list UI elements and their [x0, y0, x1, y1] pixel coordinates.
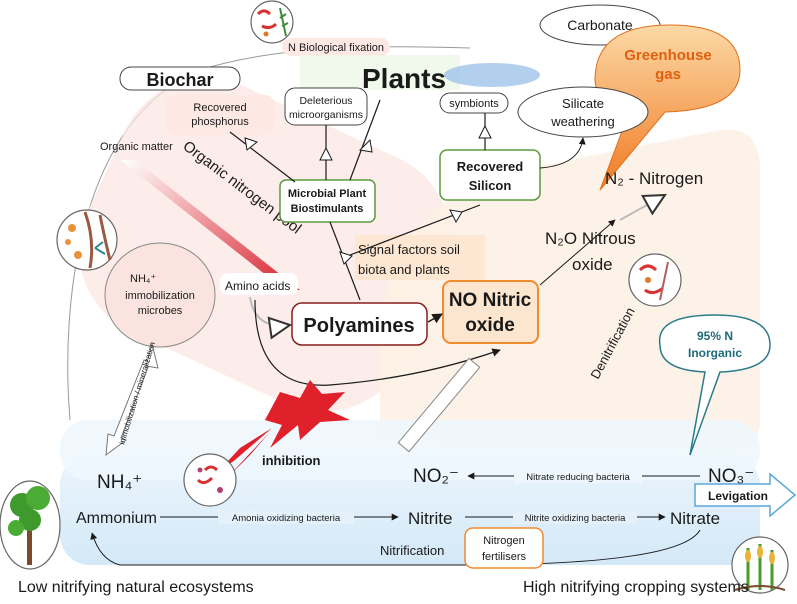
rec-si-label-1: Recovered — [457, 159, 524, 174]
silicate-label-1: Silicate — [562, 96, 604, 111]
amino-label: Amino acids — [225, 279, 290, 293]
nh4-immob-label-2: immobilization — [125, 290, 195, 302]
mpb-label-2: Biostimulants — [291, 203, 364, 215]
microbes-left-icon — [56, 209, 118, 271]
arrow-n2o-n2 — [619, 195, 665, 221]
microbes-top-icon — [250, 0, 294, 44]
organic-gradient-bar — [120, 160, 300, 290]
ammonium-label: Ammonium — [76, 510, 157, 527]
triangle-si — [449, 209, 463, 224]
no3-label: NO₃⁻ — [708, 466, 754, 487]
nh4-immob-label-1: NH₄⁺ — [130, 273, 156, 285]
deleterious-label-2: microorganisms — [289, 109, 363, 121]
no-nitric-box — [442, 280, 539, 344]
nitrate-reducing-label: Nitrate reducing bacteria — [526, 472, 630, 483]
triangle-symbionts — [478, 124, 492, 139]
high-nit-caption: High nitrifying cropping systems — [523, 579, 749, 596]
recovered-phosphorus-label-1: Recovered — [193, 102, 246, 114]
microbes-right-icon — [628, 253, 682, 307]
inhibition-label: inhibition — [262, 453, 321, 468]
mpb-label-1: Microbial Plant — [288, 188, 367, 200]
arrow-amino-polyamines — [249, 296, 290, 326]
no2-label: NO₂⁻ — [413, 466, 459, 487]
signal-factors-bg — [355, 235, 485, 280]
inorganic-callout — [658, 314, 771, 456]
nitrite-ox-bg — [513, 510, 637, 524]
greenhouse-label-1: Greenhouse — [624, 47, 712, 64]
organic-matter-label: Organic matter — [100, 141, 173, 153]
signal-label-1: Signal factors soil — [358, 242, 460, 257]
triangle-phosphorus — [244, 137, 259, 151]
nitrite-ox-label: Nitrite oxidizing bacteria — [525, 513, 627, 524]
carbonate-label: Carbonate — [567, 17, 633, 33]
n2-label: N₂ - Nitrogen — [605, 169, 703, 188]
bacteria-cloud-icon — [444, 63, 540, 87]
low-nit-caption: Low nitrifying natural ecosystems — [18, 579, 254, 596]
arrow-si-silicate — [539, 137, 586, 169]
fertilisers-label-2: fertilisers — [482, 551, 527, 563]
symbionts-box — [439, 92, 509, 114]
n2o-label-2: oxide — [572, 255, 613, 274]
arrow-no2-no-stem — [397, 357, 481, 453]
plants-bg — [300, 55, 460, 90]
tree-icon — [0, 480, 61, 570]
amonia-ox-bg — [218, 510, 354, 524]
nitrite-label: Nitrite — [408, 509, 452, 528]
triangle-plants — [358, 138, 373, 153]
signal-label-2: biota and plants — [358, 262, 450, 277]
arrow-polyamines-no — [427, 313, 443, 324]
biochar-box — [119, 66, 241, 91]
levigation-arrow — [694, 472, 797, 518]
inorganic-label-1: 95% N — [697, 329, 733, 343]
symbionts-label: symbionts — [449, 98, 499, 110]
arrow-no-n2o — [539, 219, 616, 286]
silicate-node — [517, 86, 649, 138]
triangle-deleterious — [319, 146, 333, 161]
n-bio-fixation-box — [282, 38, 390, 56]
silicate-label-2: weathering — [550, 114, 615, 129]
greenhouse-callout: Greenhouse gas — [594, 24, 741, 191]
mpb-box — [279, 179, 376, 223]
nh4-immob-label-3: microbes — [138, 305, 183, 317]
nitrification-label: Nitrification — [380, 543, 444, 558]
deleterious-label-1: Deleterious — [299, 95, 352, 107]
nitrate-reducing-bg — [514, 469, 642, 483]
nitrate-label: Nitrate — [670, 509, 720, 528]
microbes-center-icon — [183, 453, 237, 507]
arrow-plants-mpb — [349, 99, 381, 181]
biochar-label: Biochar — [146, 70, 213, 90]
no-nitric-label-1: NO Nitric — [449, 290, 532, 311]
polyamines-label: Polyamines — [303, 315, 414, 337]
immob-min-arrow — [105, 342, 159, 457]
recovered-phosphorus-box — [165, 95, 275, 135]
polyamines-box — [291, 302, 428, 346]
arrow-curve-to-no — [254, 299, 501, 386]
rec-si-label-2: Silicon — [469, 178, 512, 193]
amino-box — [220, 273, 298, 295]
rec-si-box — [439, 149, 541, 201]
crops-icon — [731, 536, 789, 594]
fertilisers-label-1: Nitrogen — [483, 535, 525, 547]
amonia-ox-label: Amonia oxidizing bacteria — [232, 513, 341, 524]
arrow-phosphorus-mpb — [229, 131, 296, 183]
recovered-phosphorus-label-2: phosphorus — [191, 116, 249, 128]
plants-label: Plants — [362, 63, 446, 94]
triangle-mpb — [339, 251, 353, 265]
n2o-label-1: N₂O Nitrous — [545, 229, 636, 248]
fertilisers-box — [464, 527, 544, 569]
greenhouse-label-2: gas — [655, 66, 681, 83]
no-nitric-label-2: oxide — [465, 315, 515, 336]
nh4-label: NH₄⁺ — [97, 472, 142, 493]
n-bio-fixation-label: N Biological fixation — [288, 42, 384, 54]
nh4-immob-node — [104, 242, 216, 348]
levigation-label: Levigation — [708, 489, 768, 503]
inorganic-label-2: Inorganic — [688, 346, 742, 360]
